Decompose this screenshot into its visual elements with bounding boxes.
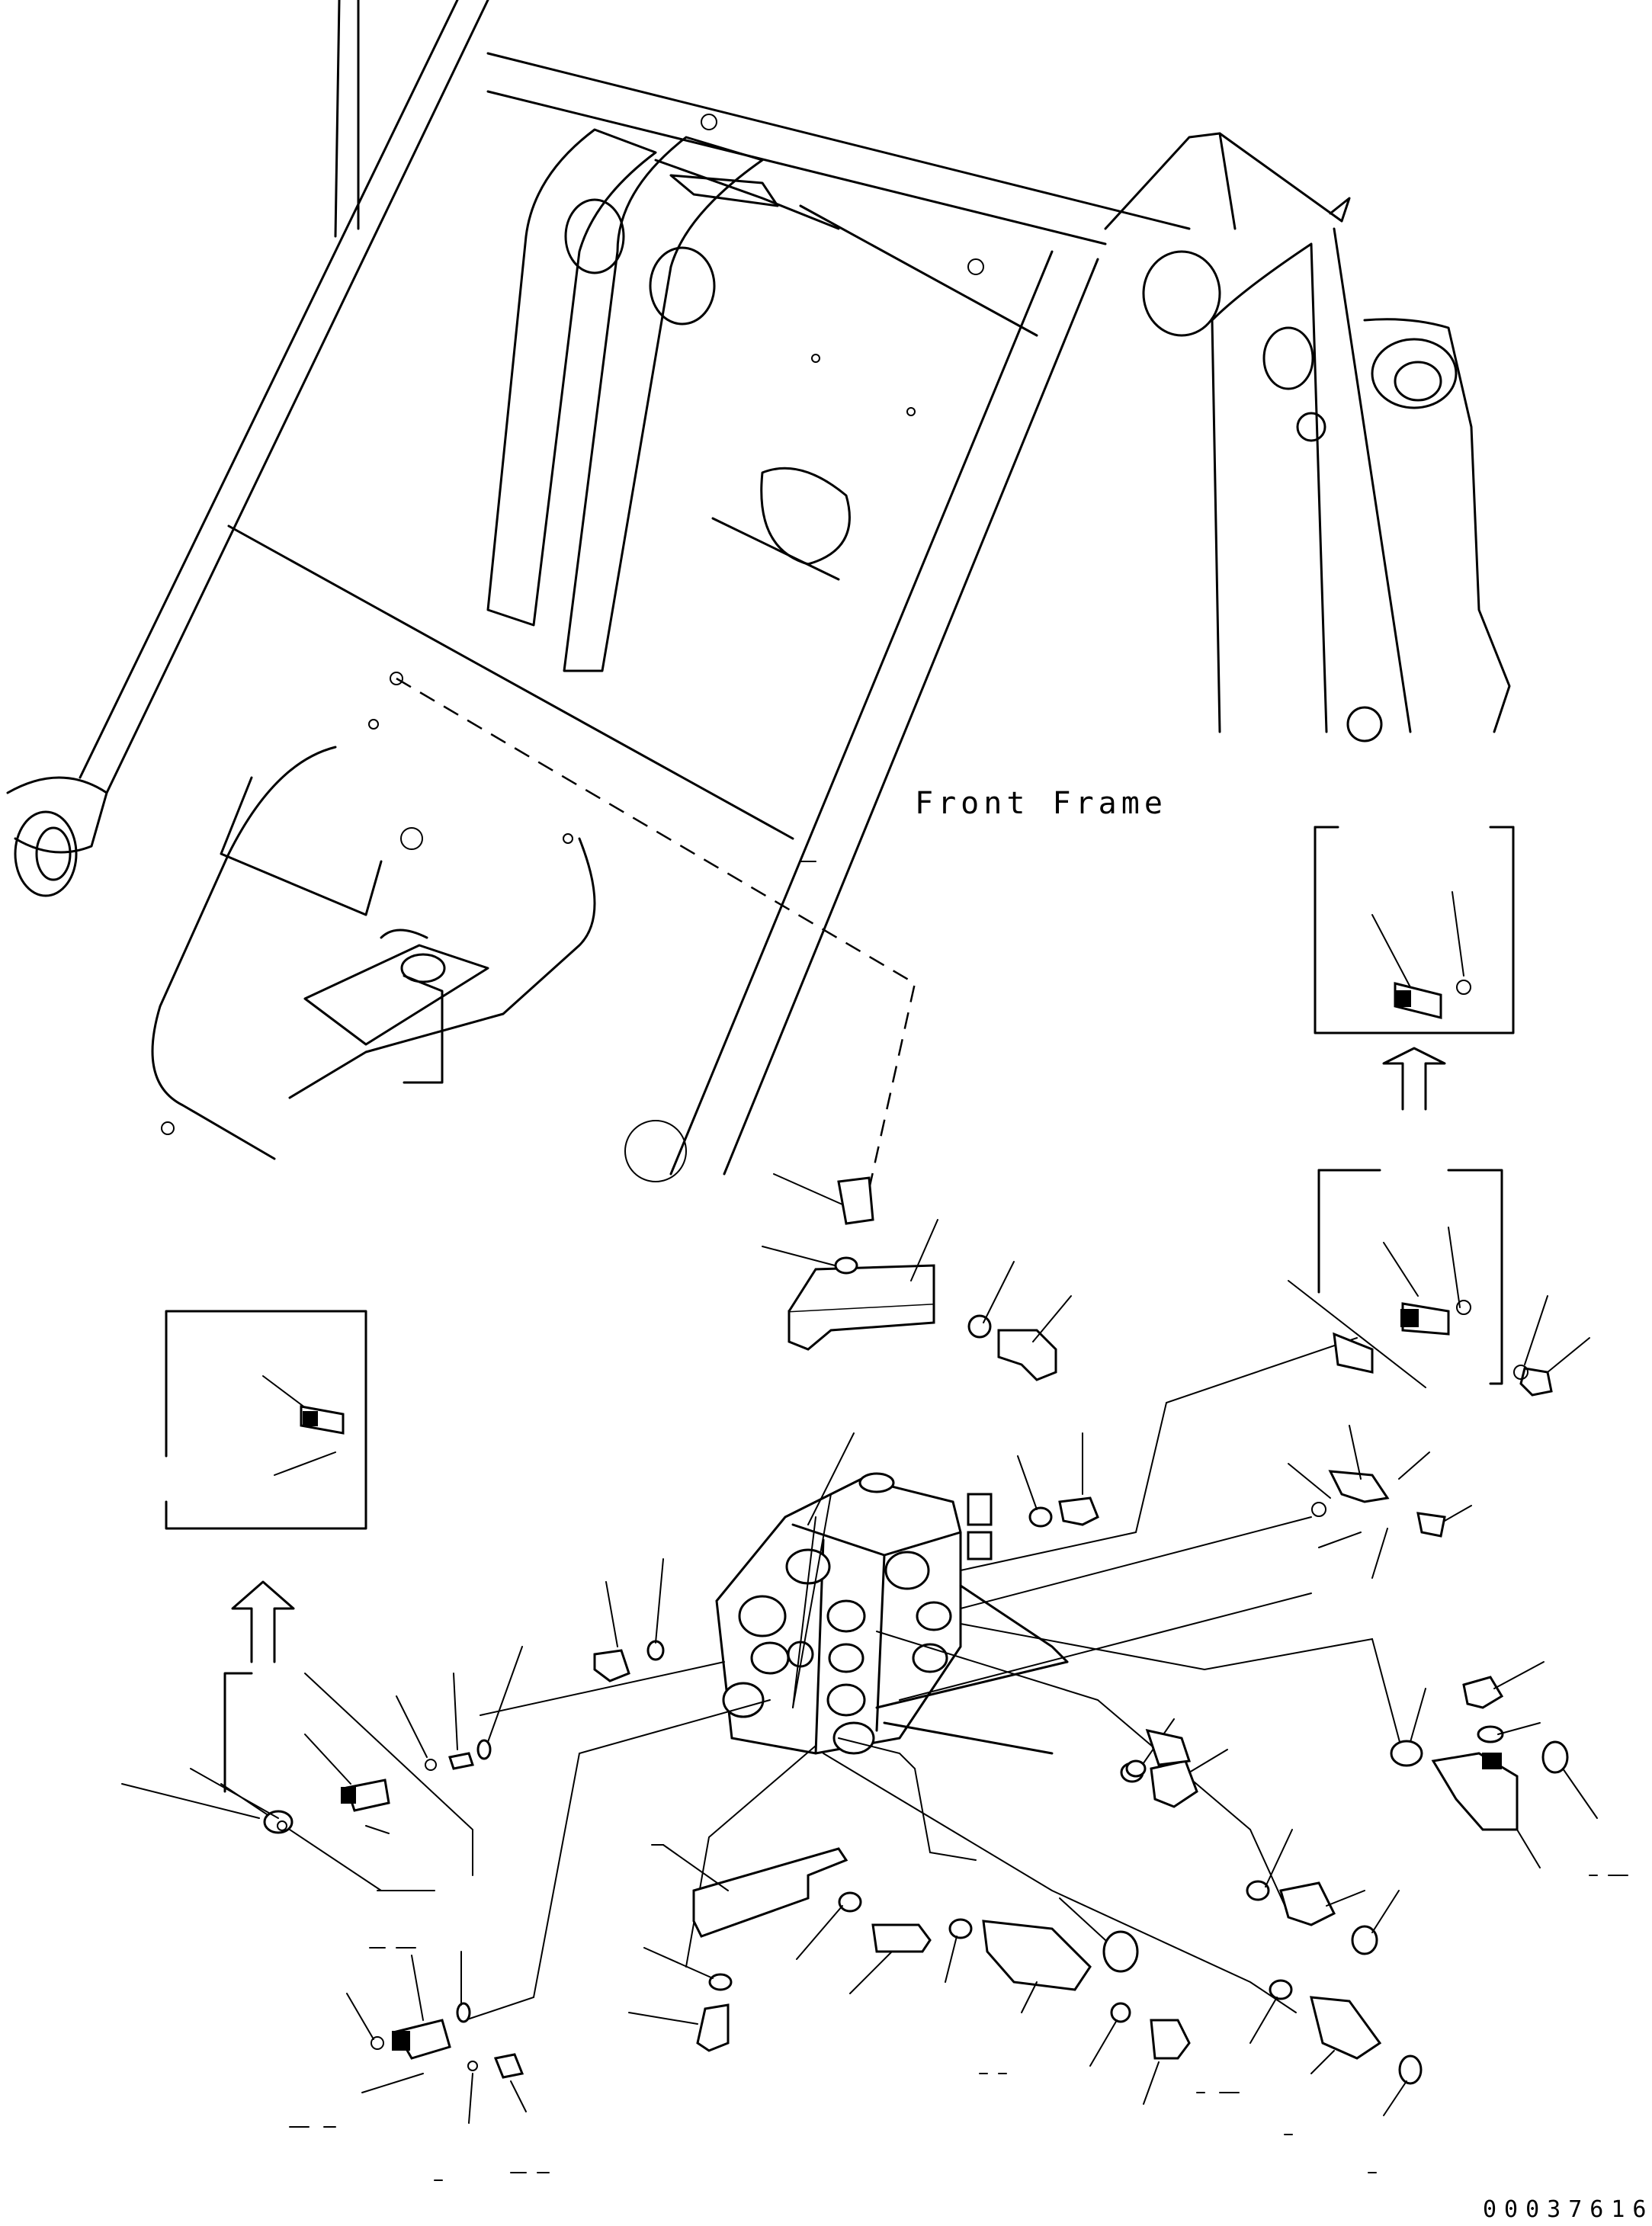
front-frame [6,0,1511,1190]
control-valve [715,1472,1069,1755]
fittings [121,1295,1598,2124]
drawing-number: 00037616 [1483,2196,1652,2223]
bracket-left [220,1672,473,1891]
detail-box-right-mid [1288,1169,1503,1388]
front-frame-label: Front Frame [915,786,1167,821]
detail-box-right-top [1314,826,1515,1111]
detail-box-left [165,1310,367,1663]
routing-lines [464,1337,1403,2021]
upper-bracket [762,1173,1072,1381]
callout-marks [289,861,1628,2181]
lower-bracket [628,1844,932,2052]
